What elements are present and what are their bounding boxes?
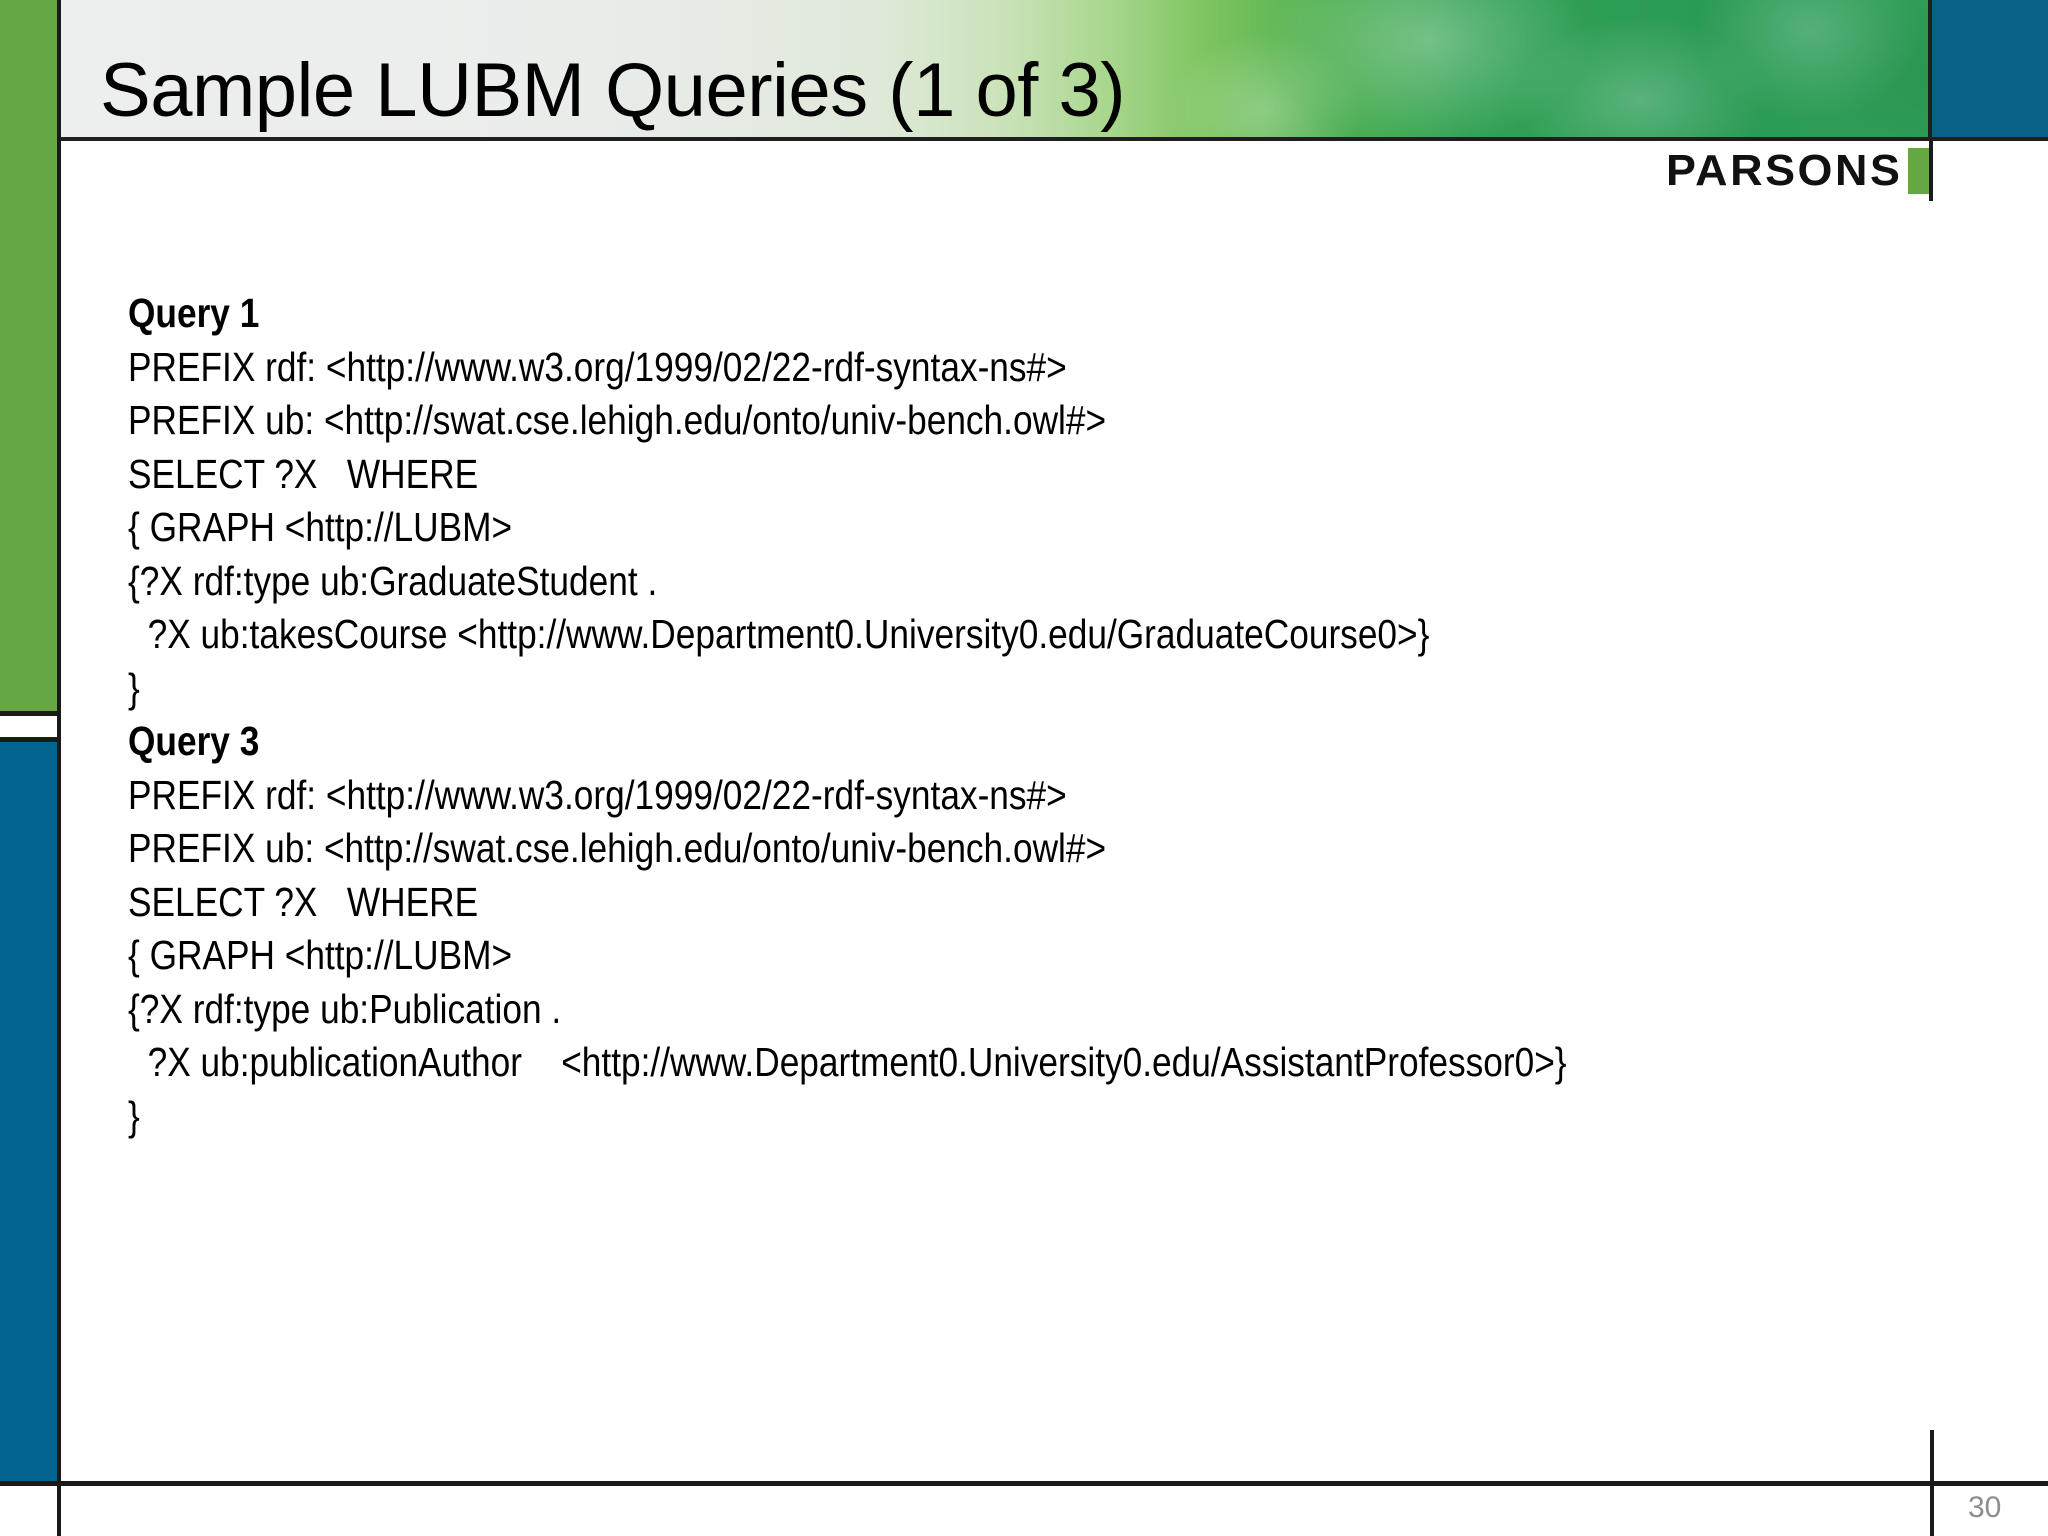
query-code-line: SELECT ?X WHERE [128,450,479,497]
query-code-line: { GRAPH <http://LUBM> [128,932,513,978]
footer-right-divider [1930,1430,1934,1536]
left-rail-gap-rule-bottom [0,737,57,742]
query-code-line: SELECT ?X WHERE [128,878,479,925]
slide-canvas: Sample LUBM Queries (1 of 3) PARSONS Que… [0,0,2048,1487]
parsons-logo-wordmark: PARSONS [1666,146,1903,195]
header-blue-accent-strip [1932,0,2048,141]
page-number: 30 [1968,1491,2002,1524]
query-heading: Query 1 [128,290,260,336]
header-bottom-rule [0,137,2048,141]
logo-right-divider [1929,141,1933,201]
query-code-line: PREFIX rdf: <http://www.w3.org/1999/02/2… [128,343,1067,390]
query-code-line: } [128,664,140,711]
query-heading: Query 3 [128,718,260,764]
slide-header-band [0,0,2048,141]
query-code-line: {?X rdf:type ub:GraduateStudent . [128,557,658,604]
left-rail-divider [57,0,61,1487]
slide-footer [0,1486,2048,1536]
header-blue-strip-divider [1928,0,1932,141]
query-code-line: PREFIX ub: <http://swat.cse.lehigh.edu/o… [128,825,1107,871]
query-code-line: PREFIX ub: <http://swat.cse.lehigh.edu/o… [128,397,1107,443]
left-rail-green [0,141,57,714]
query-code-line: PREFIX rdf: <http://www.w3.org/1999/02/2… [128,771,1067,818]
query-code-line: { GRAPH <http://LUBM> [128,504,513,550]
left-rail-gap-rule-top [0,711,57,716]
left-rail-blue [0,742,57,1482]
query-code-line: ?X ub:takesCourse <http://www.Department… [128,611,1430,657]
query-code-block: Query 1 PREFIX rdf: <http://www.w3.org/19… [128,287,1918,1143]
parsons-logo: PARSONS [1666,148,1930,194]
query-code-line: {?X rdf:type ub:Publication . [128,985,562,1032]
slide-bottom-rule [0,1481,2048,1486]
query-code-line: ?X ub:publicationAuthor <http://www.Depa… [128,1039,1567,1085]
query-code-line: } [128,1092,140,1139]
slide-body: Query 1 PREFIX rdf: <http://www.w3.org/19… [128,287,1918,1143]
page-title: Sample LUBM Queries (1 of 3) [100,48,1126,133]
left-rail-green-header [0,0,57,141]
footer-left-divider [57,1486,61,1536]
parsons-logo-green-bar-icon [1907,148,1930,194]
